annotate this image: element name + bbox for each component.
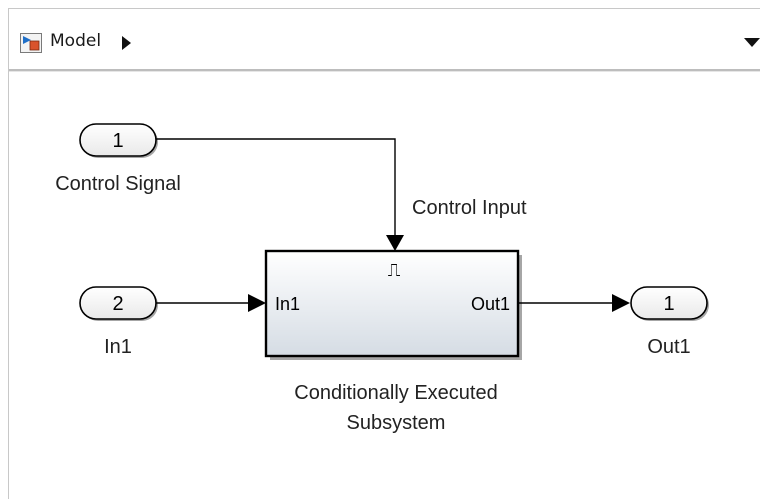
subsystem-block[interactable]: ⎍ In1 Out1 <box>264 249 522 360</box>
model-icon[interactable] <box>20 33 42 53</box>
output-signal-line[interactable] <box>519 294 630 312</box>
chevron-down-icon[interactable] <box>744 38 760 47</box>
breadcrumb-arrow-icon[interactable] <box>122 36 131 50</box>
subsystem-name-line1: Conditionally Executed <box>294 382 497 404</box>
subsystem-in-port-label: In1 <box>275 294 300 314</box>
editor-frame: Model <box>8 8 760 499</box>
control-signal-line[interactable] <box>155 138 404 251</box>
subsystem-out-port-label: Out1 <box>471 294 510 314</box>
inport-control-number: 1 <box>112 130 123 152</box>
inport-block-control[interactable]: 1 <box>79 123 158 158</box>
explorer-bar: Model <box>9 9 760 71</box>
outport-block[interactable]: 1 <box>630 286 709 321</box>
inport-block-data[interactable]: 2 <box>79 286 158 321</box>
trigger-symbol-icon: ⎍ <box>388 260 401 281</box>
outport-label: Out1 <box>647 336 690 358</box>
input-signal-line[interactable] <box>156 294 266 312</box>
inport-data-number: 2 <box>112 293 123 315</box>
subsystem-name-line2: Subsystem <box>347 412 446 434</box>
outport-number: 1 <box>663 293 674 315</box>
breadcrumb-model-label[interactable]: Model <box>50 31 102 51</box>
control-input-signal-label: Control Input <box>412 197 527 219</box>
inport-data-label: In1 <box>104 336 132 358</box>
inport-control-label: Control Signal <box>55 173 181 195</box>
